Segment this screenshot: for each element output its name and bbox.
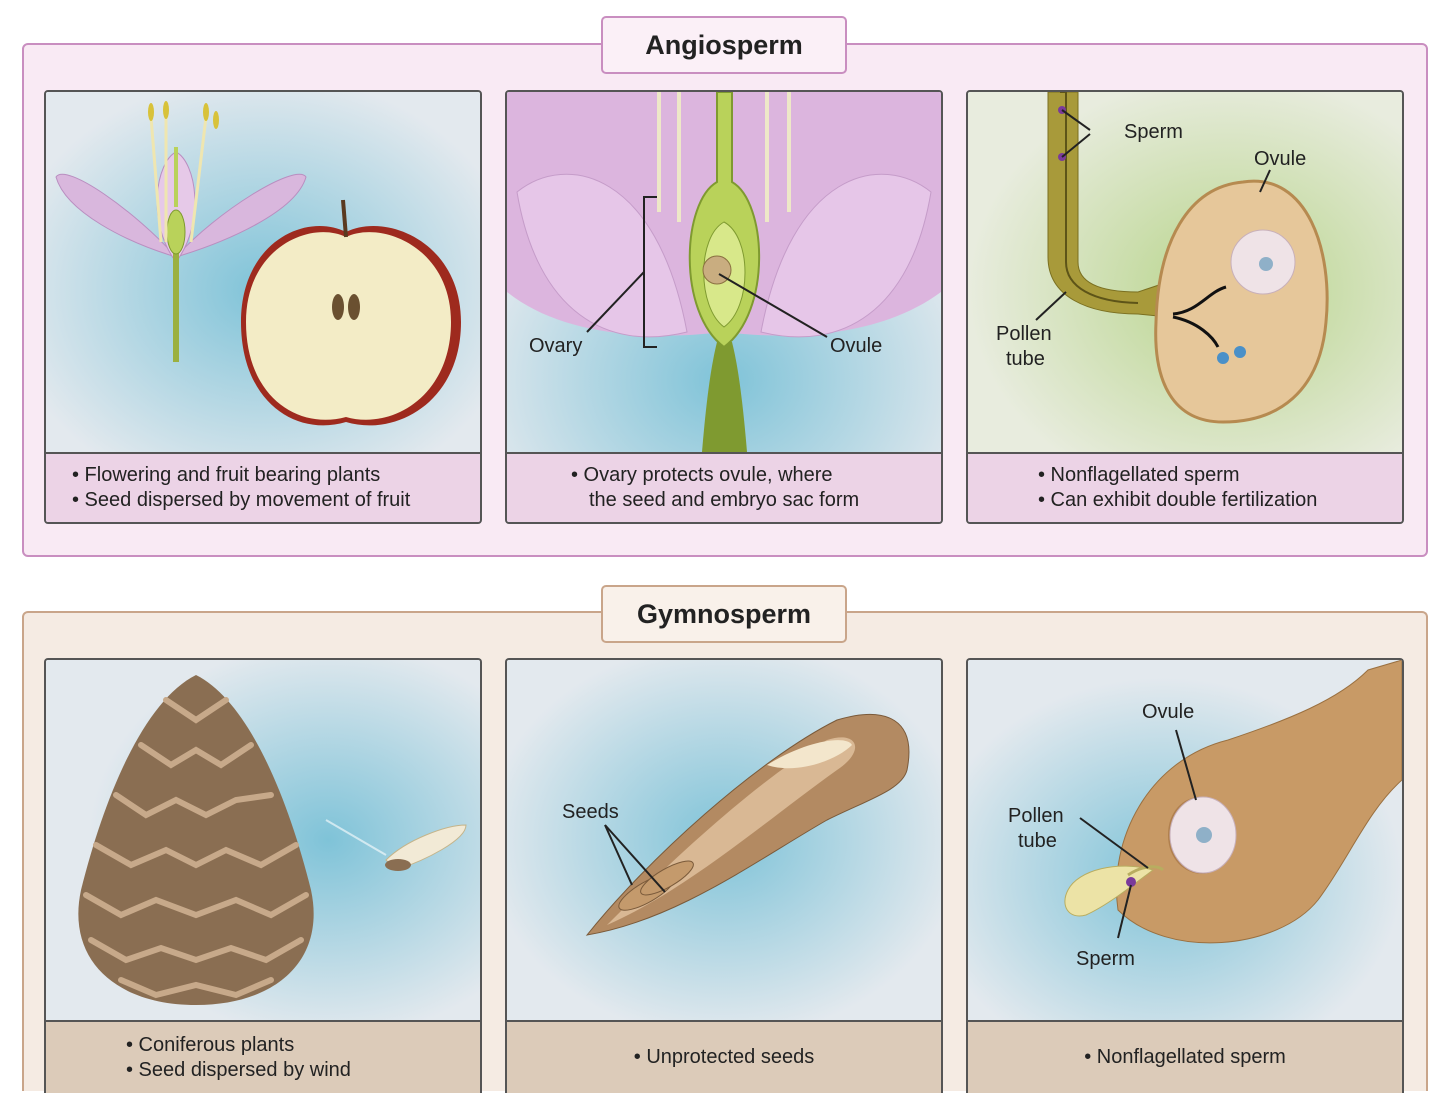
seeds-label: Seeds (562, 801, 619, 823)
caption-line: the seed and embryo sac form (589, 489, 860, 511)
gymno-panel-seeds: Seeds • Unprotected seeds (505, 658, 943, 1093)
caption-line: • Coniferous plants (126, 1033, 295, 1056)
pine-cone-icon (78, 675, 314, 1005)
cone-scale-icon (585, 713, 910, 936)
gymno-caption-3: • Nonflagellated sperm (968, 1020, 1402, 1093)
ovule-label: Ovule (830, 335, 882, 357)
angio-fertilization-illustration: Sperm Ovule Pollen tube (968, 92, 1402, 452)
gymno-caption-2: • Unprotected seeds (507, 1020, 941, 1093)
sperm-label: Sperm (1124, 121, 1183, 143)
angio-caption-1: • Flowering and fruit bearing plants • S… (46, 452, 480, 522)
gymno-panel-fertilization: Ovule Pollen tube Sperm • Nonflagellated… (966, 658, 1404, 1093)
caption-line: • Can exhibit double fertilization (1038, 489, 1318, 511)
angio-caption-2: • Ovary protects ovule, where the seed a… (507, 452, 941, 522)
pollen-tube-label: Pollen (1008, 805, 1064, 827)
ovule-label: Ovule (1254, 148, 1306, 170)
angio-caption-3: • Nonflagellated sperm • Can exhibit dou… (968, 452, 1402, 522)
apple-icon (241, 199, 461, 426)
caption-line: • Seed dispersed by movement of fruit (72, 489, 411, 511)
ovary-label: Ovary (529, 335, 582, 357)
winged-seed-icon (325, 819, 467, 871)
ovary-illustration: Ovary Ovule (507, 92, 941, 452)
sperm-icon (1126, 877, 1136, 887)
caption-line: • Flowering and fruit bearing plants (72, 464, 381, 486)
gymno-fertilization-illustration: Ovule Pollen tube Sperm (968, 660, 1402, 1020)
gymno-caption-1: • Coniferous plants • Seed dispersed by … (46, 1020, 480, 1093)
flower-fruit-illustration (46, 92, 480, 452)
cone-scale-illustration: Seeds (507, 660, 941, 1020)
angio-panel-fertilization: Sperm Ovule Pollen tube • Nonflagellated… (966, 90, 1404, 524)
angio-panel-flower-fruit: • Flowering and fruit bearing plants • S… (44, 90, 482, 524)
ovule-label: Ovule (1142, 701, 1194, 723)
angio-panel-ovary: Ovary Ovule • Ovary protects ovule, wher… (505, 90, 943, 524)
ovule-icon (1116, 660, 1402, 944)
flower-icon (55, 101, 307, 362)
gymnosperm-title: Gymnosperm (601, 585, 847, 643)
pollen-tube-label: tube (1018, 830, 1057, 852)
caption-line: • Nonflagellated sperm (1084, 1046, 1286, 1068)
angiosperm-title: Angiosperm (601, 16, 847, 74)
caption-line: • Seed dispersed by wind (126, 1058, 351, 1081)
gymno-panel-cone: • Coniferous plants • Seed dispersed by … (44, 658, 482, 1093)
ovule-icon (702, 255, 732, 285)
caption-line: • Ovary protects ovule, where (571, 464, 833, 486)
pine-cone-illustration (46, 660, 480, 1020)
pollen-tube-label: tube (1006, 348, 1045, 370)
caption-line: • Nonflagellated sperm (1038, 464, 1240, 486)
caption-line: • Unprotected seeds (633, 1046, 815, 1068)
pollen-tube-label: Pollen (996, 323, 1052, 345)
sperm-label: Sperm (1076, 948, 1135, 970)
